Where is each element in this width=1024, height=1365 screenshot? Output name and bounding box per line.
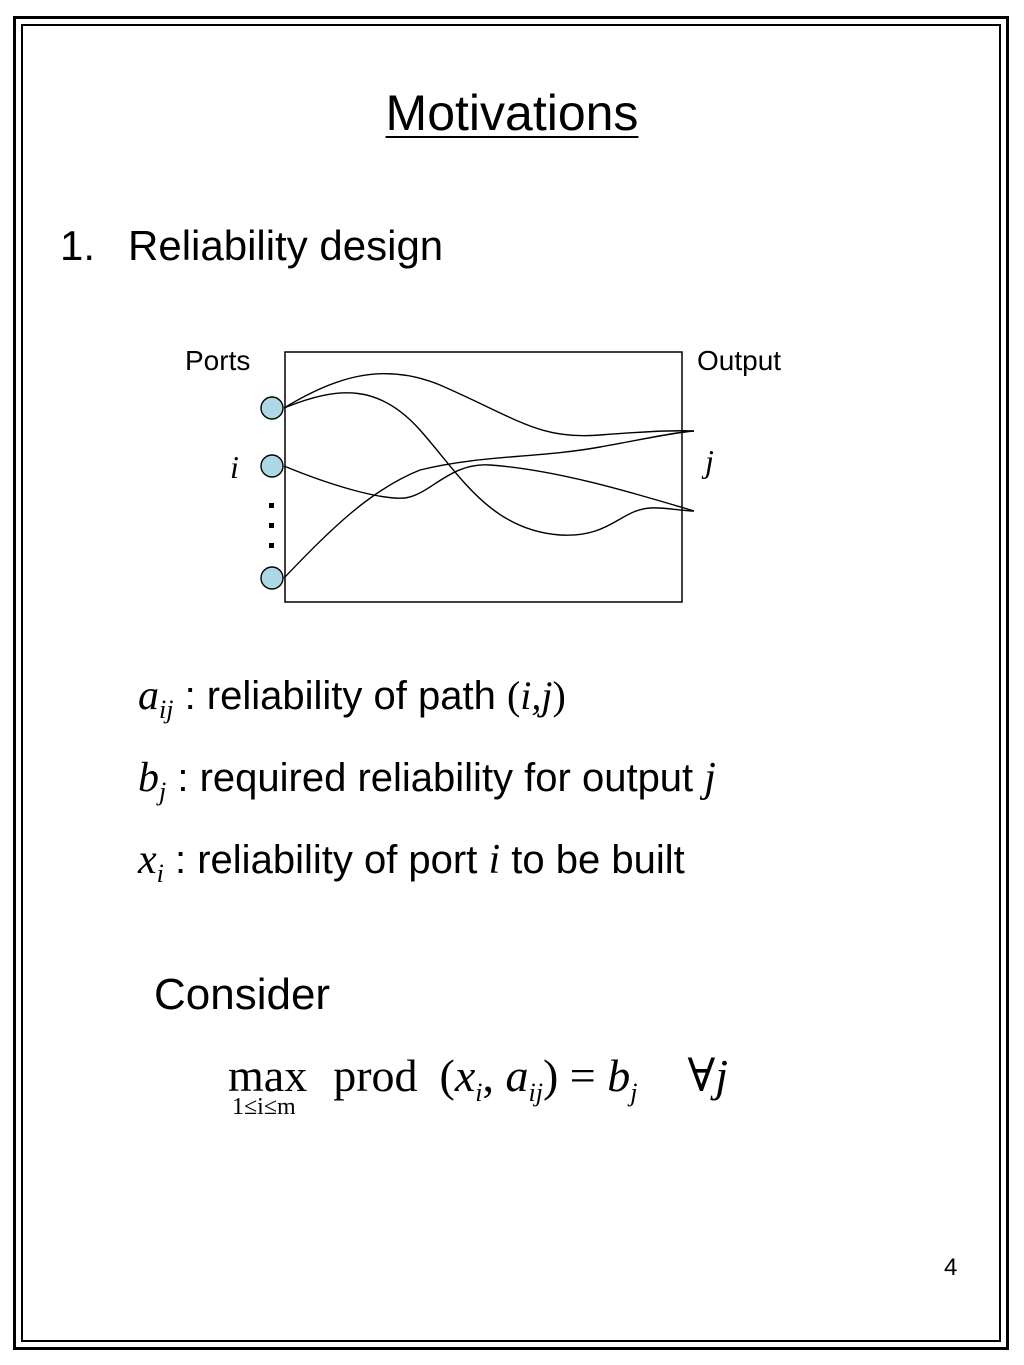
formula-j: j (715, 1050, 729, 1101)
definition-symbol: x (138, 837, 157, 883)
formula-open: ( (439, 1050, 455, 1101)
definition-after-text: to be built (500, 838, 685, 882)
definition-x-i: xi : reliability of port i to be built (138, 836, 685, 889)
formula-b: b (607, 1050, 631, 1101)
port-index-label: i (230, 449, 239, 485)
list-item-label: Reliability design (128, 222, 444, 269)
path-top-to-upper-output (283, 373, 695, 437)
paths (283, 373, 695, 579)
path-mid-to-lower-output (283, 464, 695, 512)
definition-text: : reliability of path (173, 674, 507, 718)
definition-subscript: j (159, 777, 167, 806)
definition-output-var: j (704, 755, 716, 801)
definition-paren-close: ) (552, 673, 566, 718)
network-box (284, 351, 683, 603)
formula-b-sub: j (630, 1078, 638, 1108)
definition-subscript: i (156, 859, 164, 888)
formula-max: max (228, 1050, 308, 1101)
slide-inner-border (21, 24, 1001, 1342)
path-top-to-lower-output (283, 392, 695, 536)
definition-symbol: a (138, 673, 159, 719)
output-index-label: j (701, 443, 714, 479)
definition-b-j: bj : required reliability for output j (138, 754, 716, 807)
slide-outer-border (13, 16, 1009, 1350)
definition-subscript: ij (159, 695, 174, 724)
page-number: 4 (944, 1254, 958, 1281)
formula-comma: , (482, 1050, 506, 1101)
ellipsis-dots (269, 503, 274, 548)
formula-a: a (505, 1050, 529, 1101)
formula-x-sub: i (475, 1078, 483, 1108)
formula-limits: 1≤i≤m (232, 1094, 296, 1120)
formula-x: x (454, 1050, 476, 1101)
list-item-number: 1. (60, 222, 96, 269)
path-bottom-to-upper-output (283, 430, 695, 579)
definition-symbol: b (138, 755, 159, 801)
definition-text: : reliability of port (163, 838, 489, 882)
port-circle-i (260, 454, 284, 478)
definition-a-ij: aij : reliability of path (i,j) (138, 672, 566, 725)
slide-title: Motivations (385, 85, 639, 141)
port-circle-bottom (260, 566, 284, 590)
formula-forall: ∀ (687, 1050, 716, 1101)
consider-label: Consider (154, 970, 331, 1019)
formula-close-eq: ) = (542, 1050, 608, 1101)
definition-paren-open: ( (506, 673, 521, 718)
ports-label: Ports (185, 345, 250, 376)
output-label: Output (697, 345, 781, 376)
formula-a-sub: ij (528, 1078, 543, 1108)
port-circle-top (260, 396, 284, 420)
formula-prod: prod (333, 1050, 418, 1101)
definition-path-vars: i,j (520, 673, 553, 718)
definition-text: : required reliability for output (166, 756, 705, 800)
definition-port-var: i (488, 837, 501, 883)
